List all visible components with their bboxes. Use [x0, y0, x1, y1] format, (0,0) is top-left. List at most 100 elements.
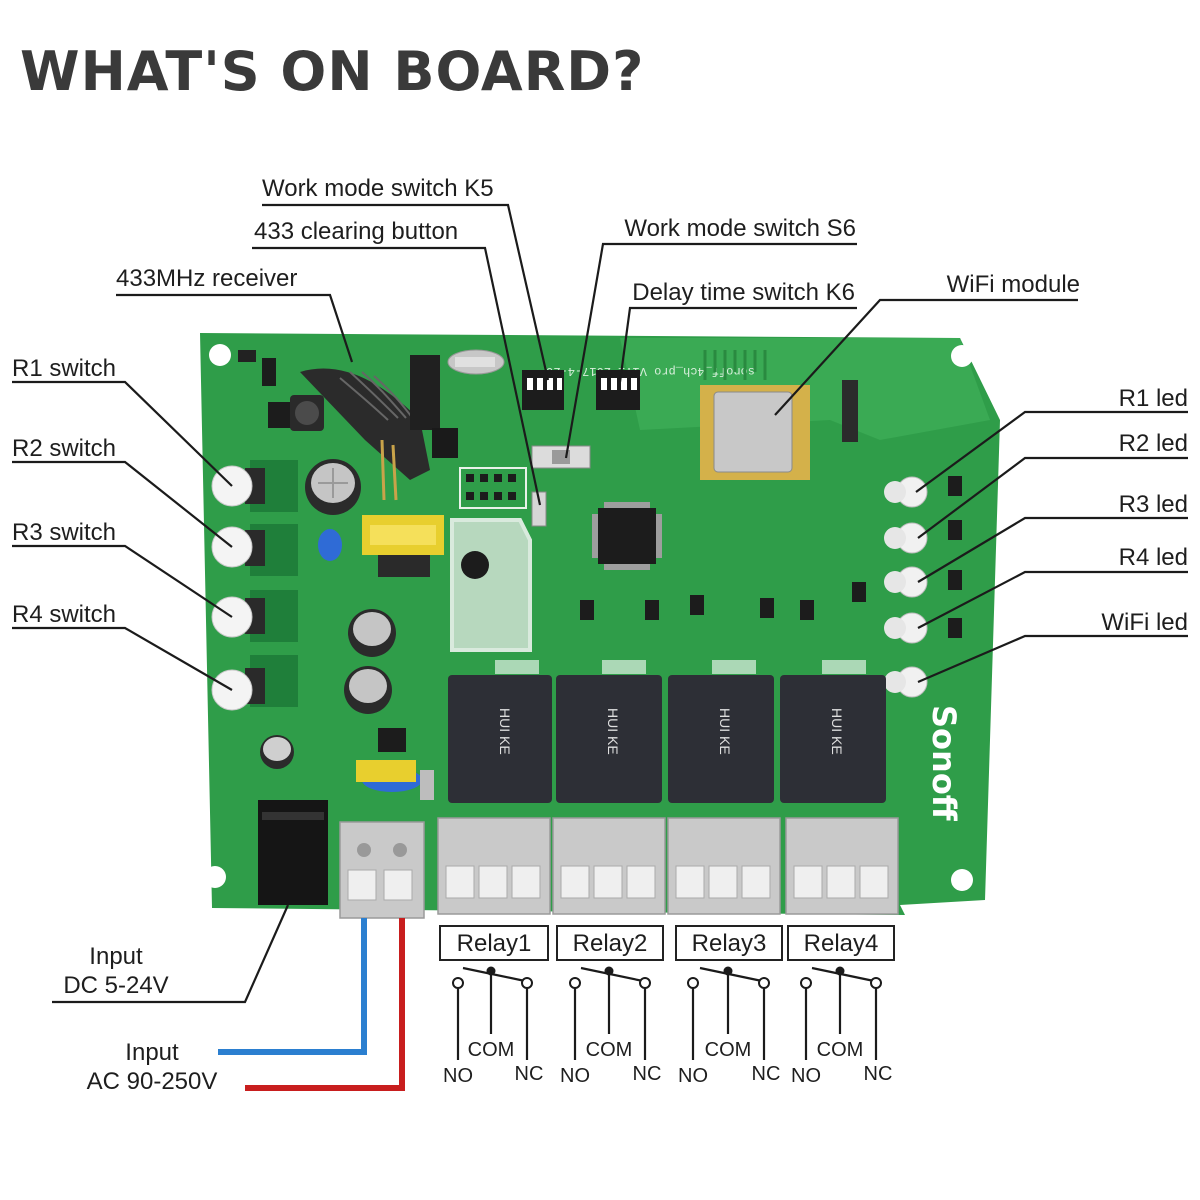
relay-units: HUI KE HUI KE HUI KE	[437, 660, 899, 915]
mcu-chip	[592, 502, 662, 570]
relay-marking: HUI KE	[829, 708, 845, 755]
relay-label-box	[675, 925, 783, 961]
label-r1-switch: R1 switch	[12, 355, 116, 382]
relay-marking: HUI KE	[497, 708, 513, 755]
inductor-core	[295, 401, 319, 425]
nc-terminal	[870, 977, 882, 989]
clearing-button[interactable]	[531, 491, 547, 527]
relay-unit-1: HUI KE	[437, 660, 552, 915]
label-r4-led: R4 led	[1119, 544, 1188, 571]
label-r3-switch: R3 switch	[12, 519, 116, 546]
led-r3	[884, 566, 928, 598]
nc-label: NC	[864, 1063, 893, 1085]
switch-arm	[811, 966, 875, 983]
pcb-board: sonoff_4ch_pro V1.1 2017-4-26 Sonoff	[200, 333, 1000, 919]
label-433-clearing-button: 433 clearing button	[254, 218, 458, 245]
uart-header	[842, 380, 858, 442]
led-r2	[884, 522, 928, 554]
mount-hole-bl	[204, 866, 226, 888]
wifi-module	[700, 350, 810, 480]
trace-outline	[450, 518, 532, 652]
com-label: COM	[705, 1039, 752, 1061]
led-r1	[884, 476, 928, 508]
smd-component	[238, 350, 256, 362]
relay-label: Relay2	[573, 930, 648, 957]
label-r3-led: R3 led	[1119, 491, 1188, 518]
pin-header	[459, 467, 527, 509]
smd-component	[378, 728, 406, 752]
com-pivot	[723, 966, 733, 976]
crystal-label	[455, 357, 495, 367]
pin-header-pins	[466, 474, 516, 500]
regulator	[461, 551, 489, 579]
nc-label: NC	[752, 1063, 781, 1085]
brand-logo: Sonoff	[925, 705, 963, 822]
relay-label: Relay1	[457, 930, 532, 957]
push-button-r3[interactable]	[211, 590, 298, 642]
com-pivot	[486, 966, 496, 976]
label-r2-switch: R2 switch	[12, 435, 116, 462]
smd-component	[268, 402, 294, 428]
label-wifi-module: WiFi module	[947, 271, 1080, 298]
leader-lines	[12, 203, 1188, 1004]
smd-component	[420, 770, 434, 800]
ac-terminal-block	[339, 821, 425, 919]
label-wifi-led: WiFi led	[1101, 609, 1188, 636]
label-r2-led: R2 led	[1119, 430, 1188, 457]
nc-terminal	[758, 977, 770, 989]
dip-switch-k6[interactable]	[596, 370, 640, 410]
switch-arm	[462, 966, 526, 983]
mount-hole-tr	[951, 345, 973, 367]
relay-unit-4: HUI KE	[780, 660, 899, 915]
nc-label: NC	[633, 1063, 662, 1085]
ic-chip	[410, 355, 440, 430]
label-work-mode-switch-k5: Work mode switch K5	[262, 175, 494, 202]
no-label: NO	[443, 1065, 473, 1087]
relay-marking: HUI KE	[717, 708, 733, 755]
label-433mhz-receiver: 433MHz receiver	[116, 265, 297, 292]
dip-switch-k5[interactable]	[522, 370, 564, 410]
label-dc-input-line1: Input	[89, 943, 143, 970]
ceramic-capacitor	[318, 529, 342, 561]
relay-label-box	[439, 925, 549, 961]
com-label: COM	[817, 1039, 864, 1061]
smd-diodes	[580, 476, 962, 638]
no-label: NO	[678, 1065, 708, 1087]
switch-arm	[580, 966, 644, 983]
relay-unit-3: HUI KE	[667, 660, 781, 915]
led-wifi	[884, 666, 928, 698]
receiver-coil	[300, 368, 430, 501]
capacitor	[260, 735, 294, 769]
label-ac-input-line1: Input	[125, 1039, 179, 1066]
work-mode-switch-s6[interactable]	[531, 445, 591, 469]
relay-label-box	[556, 925, 664, 961]
led-r4	[884, 612, 928, 644]
capacitor	[305, 459, 361, 515]
smd-component	[432, 428, 458, 458]
relay-label-box	[787, 925, 895, 961]
nc-label: NC	[515, 1063, 544, 1085]
nc-terminal	[639, 977, 651, 989]
no-terminal	[687, 977, 699, 989]
callout-labels: Work mode switch K5 433 clearing button …	[12, 175, 1188, 1095]
capacitor	[348, 609, 396, 657]
label-dc-input-line2: DC 5-24V	[63, 972, 168, 999]
relay-unit-2: HUI KE	[552, 660, 666, 915]
switch-arm	[699, 966, 763, 983]
smd-component	[262, 358, 276, 386]
com-pivot	[835, 966, 845, 976]
push-button-r1[interactable]	[211, 460, 298, 512]
nc-terminal	[521, 977, 533, 989]
label-r4-switch: R4 switch	[12, 601, 116, 628]
no-terminal	[800, 977, 812, 989]
label-ac-input-line2: AC 90-250V	[87, 1068, 218, 1095]
label-work-mode-switch-s6: Work mode switch S6	[624, 215, 856, 242]
relay-label: Relay3	[692, 930, 767, 957]
no-terminal	[569, 977, 581, 989]
dc-wire-blue	[218, 918, 367, 1055]
label-r1-led: R1 led	[1119, 385, 1188, 412]
